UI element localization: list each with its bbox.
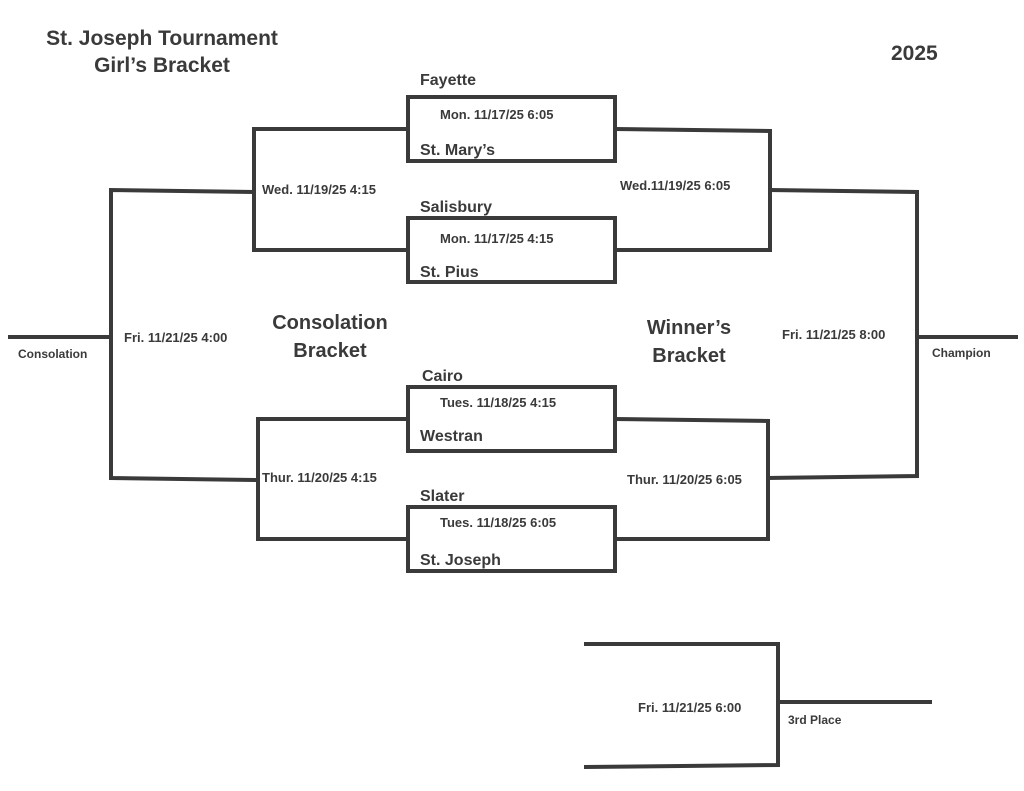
game-3-date: Tues. 11/18/25 4:15 [440, 395, 557, 410]
team-st-pius: St. Pius [420, 264, 479, 281]
team-salisbury: Salisbury [420, 199, 493, 216]
winners-semi-bottom-date: Thur. 11/20/25 6:05 [627, 472, 742, 487]
team-fayette: Fayette [420, 72, 477, 89]
team-st-joseph: St. Joseph [420, 552, 501, 569]
winners-final-bracket [765, 187, 919, 481]
winners-final-date: Fri. 11/21/25 8:00 [782, 327, 886, 342]
consolation-semi-top-date: Wed. 11/19/25 4:15 [262, 182, 376, 197]
team-st-marys: St. Mary’s [420, 142, 495, 159]
year-label: 2025 [891, 42, 938, 65]
third-place-bracket [583, 642, 780, 770]
bracket-subtitle: Girl’s Bracket [94, 54, 230, 77]
consolation-top-bracket [252, 127, 410, 252]
game-4-date: Tues. 11/18/25 6:05 [440, 515, 557, 530]
team-slater: Slater [420, 488, 465, 505]
consolation-bracket-label-1: Consolation [272, 312, 388, 334]
third-place-date: Fri. 11/21/25 6:00 [638, 700, 742, 715]
team-westran: Westran [420, 428, 483, 445]
game-1-date: Mon. 11/17/25 6:05 [440, 107, 554, 122]
winners-bracket-label-2: Bracket [652, 345, 726, 367]
consolation-final-date: Fri. 11/21/25 4:00 [124, 330, 228, 345]
consolation-bracket-label-2: Bracket [293, 340, 367, 362]
tournament-title: St. Joseph Tournament [46, 27, 278, 50]
game-2-date: Mon. 11/17/25 4:15 [440, 231, 554, 246]
third-place-label: 3rd Place [788, 713, 842, 727]
consolation-final-bracket [109, 187, 261, 483]
champion-label: Champion [932, 346, 991, 360]
consolation-result-label: Consolation [18, 347, 88, 361]
winners-bracket-label-1: Winner’s [646, 317, 732, 339]
team-cairo: Cairo [422, 368, 463, 385]
winners-semi-top-date: Wed.11/19/25 6:05 [620, 178, 731, 193]
consolation-semi-bottom-date: Thur. 11/20/25 4:15 [262, 470, 377, 485]
